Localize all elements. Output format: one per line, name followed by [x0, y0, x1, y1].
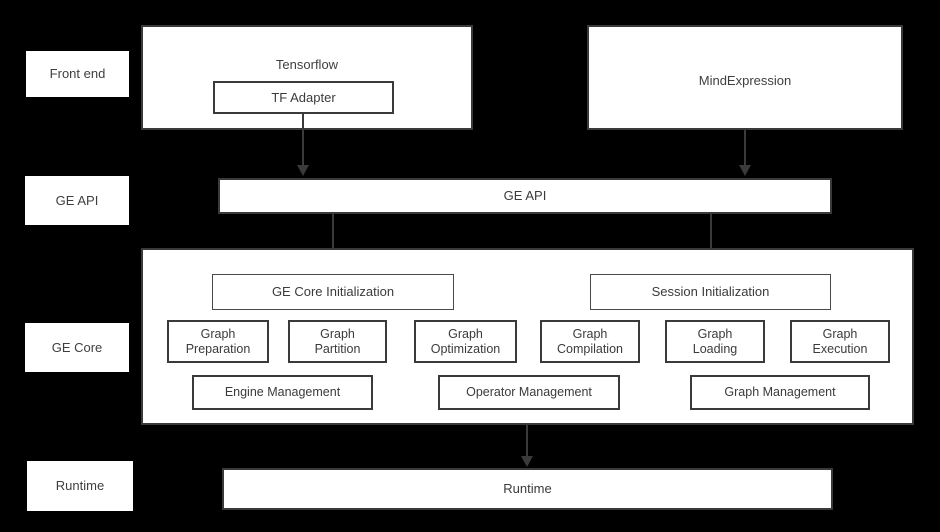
graph-compilation-box: Graph Compilation	[540, 320, 640, 363]
mindexpression-title: MindExpression	[698, 73, 792, 88]
engine-management-label: Engine Management	[224, 385, 341, 400]
graph-preparation-label: Graph Preparation	[185, 326, 251, 356]
tf-adapter-box: TF Adapter	[213, 81, 394, 114]
graph-partition-label: Graph Partition	[314, 326, 361, 356]
graph-management-label: Graph Management	[724, 385, 836, 400]
graph-partition-box: Graph Partition	[288, 320, 387, 363]
ge-api-bar-label: GE API	[503, 188, 547, 204]
graph-execution-box: Graph Execution	[790, 320, 890, 363]
layer-label-runtime: Runtime	[27, 461, 133, 511]
layer-label-text: Runtime	[55, 478, 105, 494]
arrowhead-tf-adapter-to-ge-api	[297, 165, 309, 176]
connector-ge-core-to-runtime	[526, 425, 528, 458]
graph-optimization-box: Graph Optimization	[414, 320, 517, 363]
tensorflow-title: Tensorflow	[275, 57, 339, 72]
graph-loading-box: Graph Loading	[665, 320, 765, 363]
ge-core-initialization-label: GE Core Initialization	[271, 284, 395, 300]
operator-management-label: Operator Management	[466, 385, 592, 400]
session-initialization-label: Session Initialization	[651, 284, 770, 300]
layer-label-text: GE API	[55, 192, 99, 208]
graph-loading-label: Graph Loading	[692, 326, 738, 356]
connector-ge-api-to-session-init	[710, 214, 712, 264]
operator-management-box: Operator Management	[438, 375, 620, 410]
session-initialization-box: Session Initialization	[590, 274, 831, 310]
layer-label-ge-api: GE API	[25, 176, 129, 225]
ge-core-initialization-box: GE Core Initialization	[212, 274, 454, 310]
layer-label-ge-core: GE Core	[25, 323, 129, 372]
layer-label-text: Front end	[49, 66, 106, 82]
engine-management-box: Engine Management	[192, 375, 373, 410]
graph-preparation-box: Graph Preparation	[167, 320, 269, 363]
arrowhead-ge-core-to-runtime	[521, 456, 533, 467]
tf-adapter-label: TF Adapter	[271, 89, 336, 105]
mindexpression-container: MindExpression	[587, 25, 903, 130]
graph-execution-label: Graph Execution	[812, 326, 868, 356]
arrowhead-mindexpression-to-ge-api	[739, 165, 751, 176]
runtime-bar: Runtime	[222, 468, 833, 510]
graph-management-box: Graph Management	[690, 375, 870, 410]
layer-label-front-end: Front end	[26, 51, 129, 97]
ge-api-bar: GE API	[218, 178, 832, 214]
runtime-bar-label: Runtime	[503, 481, 552, 497]
connector-ge-api-to-core-init	[332, 214, 334, 264]
tensorflow-container: Tensorflow	[141, 25, 473, 130]
layer-label-text: GE Core	[51, 339, 103, 355]
graph-compilation-label: Graph Compilation	[556, 326, 623, 356]
graph-optimization-label: Graph Optimization	[430, 326, 501, 356]
connector-tf-adapter-to-ge-api	[302, 113, 304, 167]
connector-mindexpression-to-ge-api	[744, 130, 746, 167]
